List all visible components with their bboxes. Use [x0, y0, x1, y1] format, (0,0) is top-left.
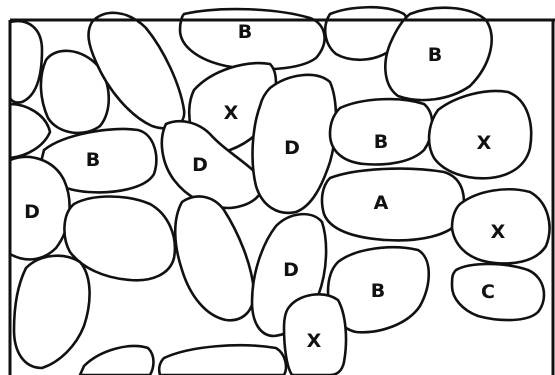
- cell-center-a: [322, 169, 464, 241]
- cell-mid-blank: [175, 196, 254, 320]
- label-right-x-mid: X: [491, 221, 506, 243]
- label-lower-b: B: [371, 280, 385, 302]
- cell-tl-top: [10, 21, 42, 102]
- cell-top-b: [180, 9, 325, 69]
- label-left-d: D: [24, 201, 40, 223]
- label-upper-x: X: [224, 102, 239, 124]
- cell-right-c: [452, 264, 544, 320]
- label-left-b: B: [86, 149, 100, 171]
- label-center-d-low: D: [283, 259, 299, 281]
- label-right-x-top: X: [477, 132, 492, 154]
- label-mid-d-small: D: [192, 154, 208, 176]
- cell-bottom-blank-1: [80, 346, 154, 375]
- label-bottom-x: X: [307, 330, 322, 352]
- label-mid-b: B: [374, 131, 388, 153]
- label-center-a: A: [374, 192, 389, 214]
- label-top-right-b: B: [428, 44, 442, 66]
- cell-bottom-left-blank: [14, 256, 90, 368]
- label-center-d-tall: D: [284, 137, 300, 159]
- label-right-c: C: [481, 281, 495, 303]
- cell-bottom-blank-2: [159, 345, 286, 375]
- label-top-b: B: [238, 21, 252, 43]
